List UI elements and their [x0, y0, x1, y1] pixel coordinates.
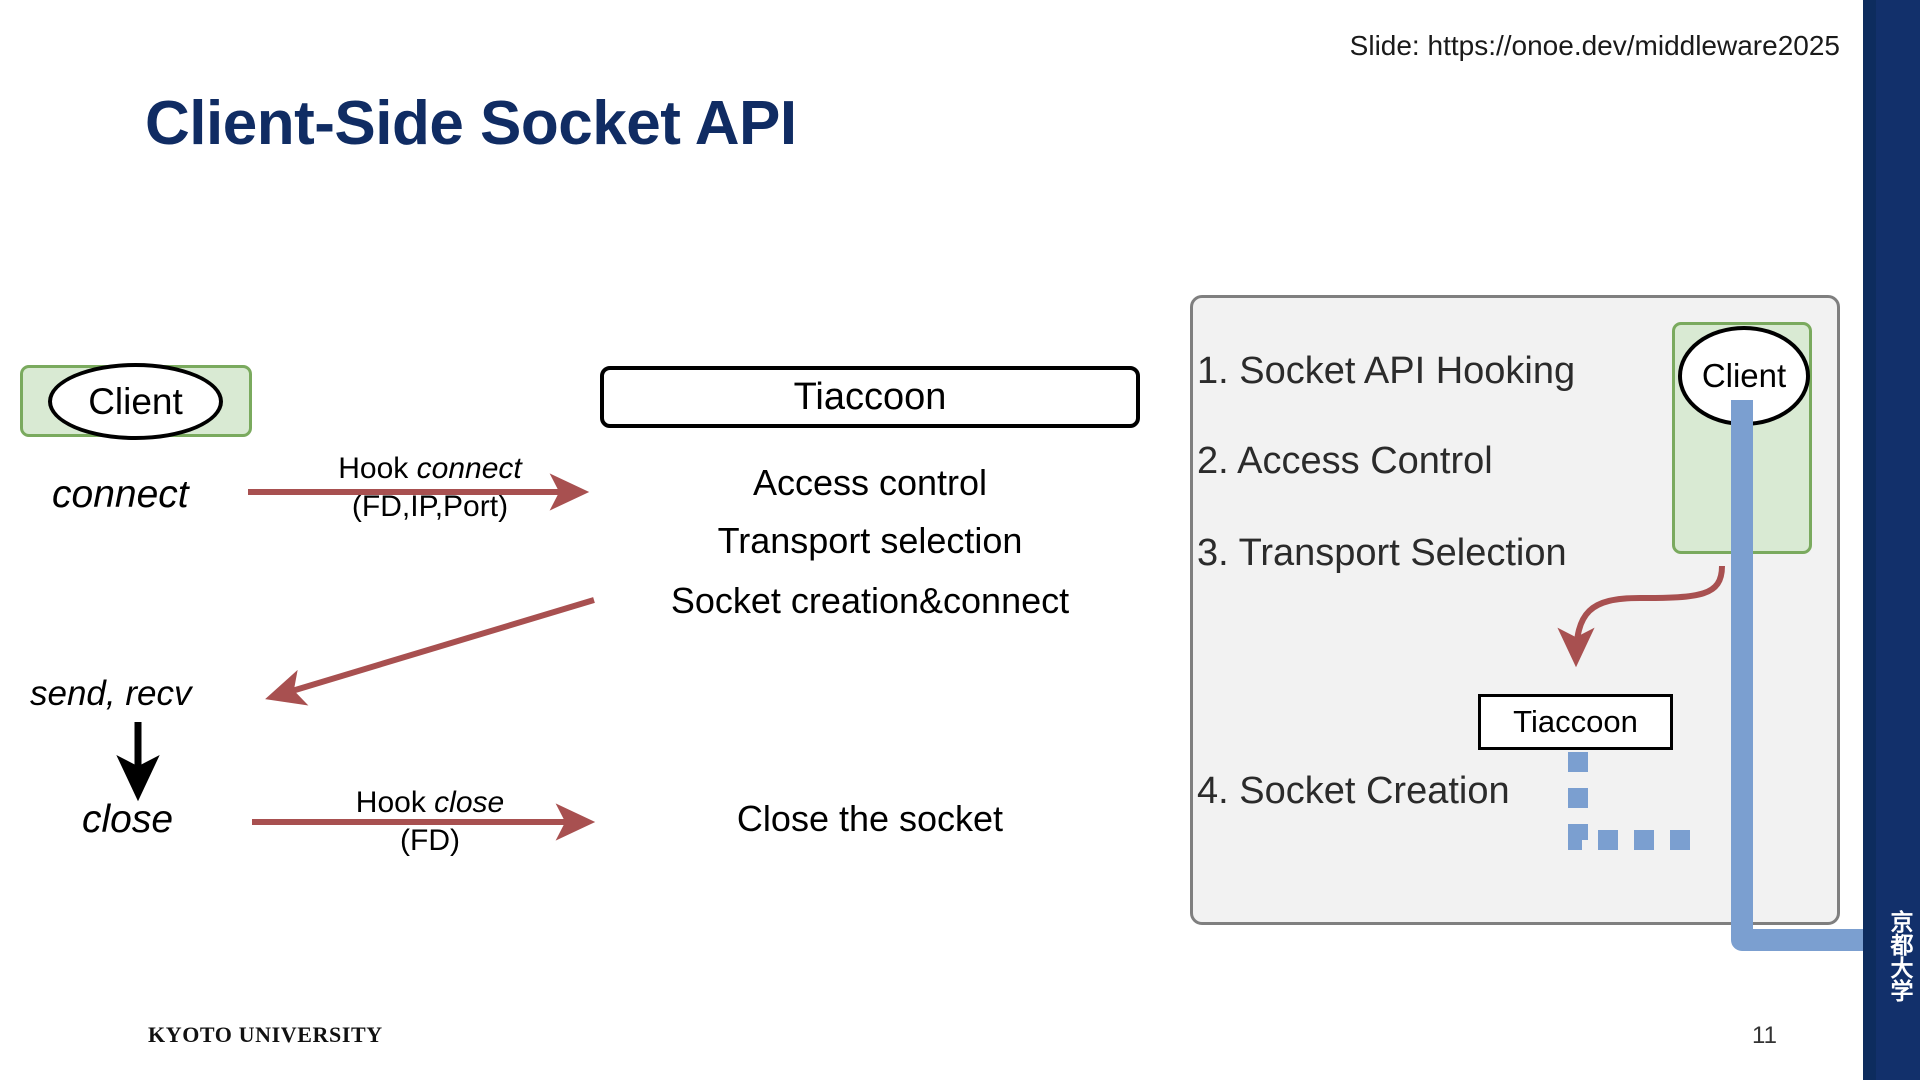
brand-sidebar: 京都大学 — [1863, 0, 1920, 1080]
hook-connect-args: (FD,IP,Port) — [351, 489, 509, 523]
hook-connect-label: Hook connect (FD,IP,Port) — [300, 450, 560, 525]
panel-client-node: Client — [1678, 326, 1810, 426]
tiaccoon-action-socket-creation-connect: Socket creation&connect — [670, 580, 1070, 621]
step-socket-creation: 4. Socket Creation — [1197, 770, 1510, 812]
client-node: Client — [48, 363, 223, 440]
step-access-control: 2. Access Control — [1197, 440, 1493, 482]
tiaccoon-node: Tiaccoon — [600, 366, 1140, 428]
hook-close-args: (FD) — [400, 823, 460, 857]
api-call-connect-label: connect — [52, 473, 189, 516]
client-side-flow-diagram: Client connect send, recv close Hook con… — [20, 363, 1140, 859]
hook-close-fn: close — [434, 786, 505, 819]
page-number: 11 — [1752, 1022, 1777, 1049]
step-transport-selection: 3. Transport Selection — [1197, 532, 1567, 574]
api-call-send-recv-label: send, recv — [30, 674, 192, 713]
tiaccoon-action-transport-selection: Transport selection — [717, 520, 1023, 561]
footer-brand: KYOTO UNIVERSITY — [148, 1022, 383, 1047]
hook-connect-fn: connect — [416, 452, 522, 485]
api-call-close-label: close — [82, 798, 174, 841]
tiaccoon-action-access-control: Access control — [752, 462, 988, 503]
slide-source-url: Slide: https://onoe.dev/middleware2025 — [1349, 30, 1840, 61]
hook-connect-prefix: Hook — [338, 452, 417, 485]
page-title: Client-Side Socket API — [145, 89, 797, 158]
hook-close-prefix: Hook — [355, 786, 435, 819]
kyoto-university-japanese-label: 京都大学 — [1886, 910, 1913, 1002]
panel-tiaccoon-node: Tiaccoon — [1478, 694, 1673, 750]
tiaccoon-action-close-socket: Close the socket — [736, 798, 1004, 839]
hook-close-label: Hook close (FD) — [310, 784, 550, 859]
step-socket-api-hooking: 1. Socket API Hooking — [1197, 350, 1576, 392]
brand-sidebar-inner — [1876, 0, 1920, 1080]
